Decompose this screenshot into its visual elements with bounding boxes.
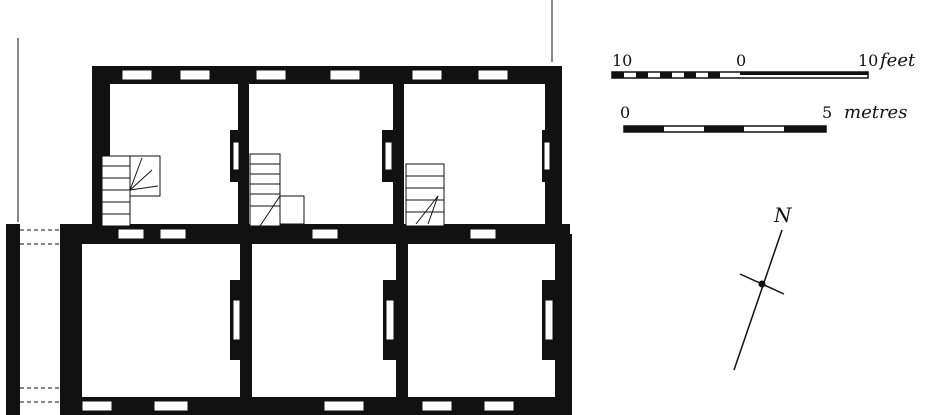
rear-wall — [98, 66, 560, 84]
window — [81, 400, 113, 412]
north-arrow: N — [733, 203, 793, 371]
staircase-1 — [101, 155, 161, 227]
fireplace-opening — [232, 299, 241, 341]
scale-feet-right-value: 10 — [858, 51, 878, 70]
fireplace-opening — [384, 141, 393, 171]
window — [329, 69, 361, 81]
fireplace-opening — [544, 299, 554, 341]
doorway — [311, 228, 339, 240]
upper-partition-1 — [238, 66, 249, 234]
doorway — [117, 228, 145, 240]
window — [179, 69, 211, 81]
scale-feet-unit: feet — [878, 50, 916, 71]
lower-right-wall — [555, 234, 572, 415]
upper-right-wall — [545, 66, 562, 234]
fireplace-opening — [232, 141, 240, 171]
window — [153, 400, 189, 412]
window — [483, 400, 515, 412]
adjoining-wall — [6, 224, 20, 415]
openings — [81, 69, 554, 412]
scale-bar-metres: 0 5 metres — [620, 102, 907, 133]
doorway — [469, 228, 497, 240]
window — [421, 400, 453, 412]
lower-partition-2 — [396, 234, 408, 415]
upper-partition-2 — [393, 66, 404, 234]
scale-metres-left-value: 0 — [620, 103, 630, 122]
north-arrow-center — [758, 280, 766, 288]
scale-feet-left-value: 10 — [612, 51, 632, 70]
scale-metres-right-value: 5 — [822, 103, 832, 122]
staircase-2 — [249, 153, 305, 227]
north-arrow-label: N — [773, 203, 793, 227]
fireplace-opening — [385, 299, 395, 341]
lower-left-wall — [60, 224, 82, 415]
fireplace-opening — [543, 141, 551, 171]
window — [121, 69, 153, 81]
lower-partition-1 — [240, 234, 252, 415]
scale-bar-feet: 10 0 10 feet — [611, 50, 916, 79]
north-arrow-shaft — [733, 229, 783, 371]
scale-metres-unit: metres — [844, 102, 907, 123]
window — [411, 69, 443, 81]
adjoining-outline — [20, 229, 60, 403]
building-plan — [6, 66, 572, 415]
staircase-3 — [405, 163, 445, 227]
window — [477, 69, 509, 81]
window — [323, 400, 365, 412]
scale-feet-mid-value: 0 — [736, 51, 746, 70]
window — [255, 69, 287, 81]
doorway — [159, 228, 187, 240]
